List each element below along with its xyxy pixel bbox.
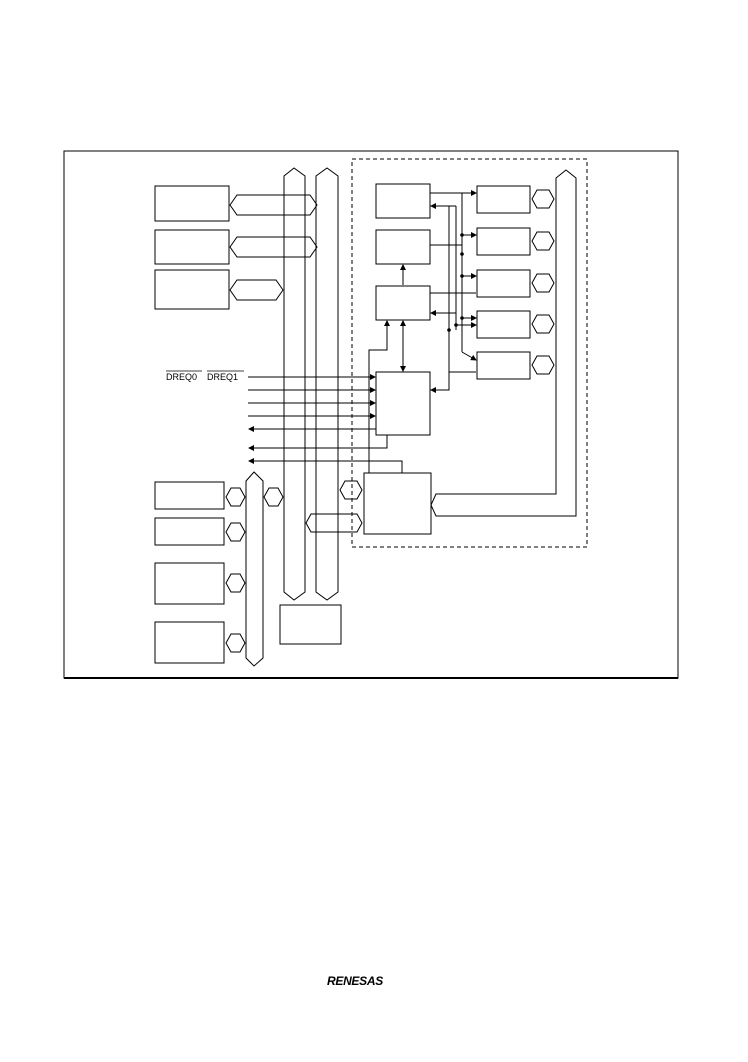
block-upper-1 [154,185,230,222]
block-bus-bottom [279,604,342,645]
block-upper-3 [154,269,230,310]
module-register-2 [375,229,431,265]
label-dreq1: DREQ1 [207,372,238,382]
bus-connector-3 [229,279,284,301]
block-lower-4 [154,621,225,664]
lower-connector-2 [225,522,246,542]
module-bus-connector-2 [305,513,363,533]
register-connector-1 [531,189,555,209]
wire-col5 [461,351,477,361]
signal-out-3 [248,458,403,473]
lower-connector-3 [225,573,246,593]
module-interface [363,472,432,535]
signal-out-2 [248,435,388,451]
register-col-4 [476,310,531,339]
label-dreq0: DREQ0 [166,372,197,382]
register-col-2 [476,227,531,256]
internal-bus-a [283,167,306,601]
module-register-3 [375,285,431,321]
module-internal-bus [430,169,577,517]
block-lower-2 [154,517,225,546]
register-connector-4 [531,314,555,334]
register-col-3 [476,269,531,298]
peripheral-bus [245,471,264,667]
register-connector-2 [531,231,555,251]
lower-connector-1 [225,487,246,507]
bus-connector-1 [229,194,318,216]
module-bus-connector-1 [339,480,363,500]
module-register-1 [375,183,431,219]
block-lower-3 [154,562,225,605]
block-lower-1 [154,481,225,510]
module-boundary [351,158,588,548]
register-connector-3 [531,273,555,293]
link-interface-reg3 [368,320,390,473]
lower-connector-4 [225,633,246,653]
wire-control [430,330,450,393]
bus-bridge-connector [263,487,284,507]
renesas-logo: RENESAS [327,974,383,988]
register-col-5 [476,351,531,380]
register-connector-5 [531,355,555,375]
internal-bus-b [315,167,339,601]
register-col-1 [476,185,531,214]
bus-connector-2 [229,236,318,258]
block-upper-2 [154,229,230,265]
module-control [375,371,431,436]
